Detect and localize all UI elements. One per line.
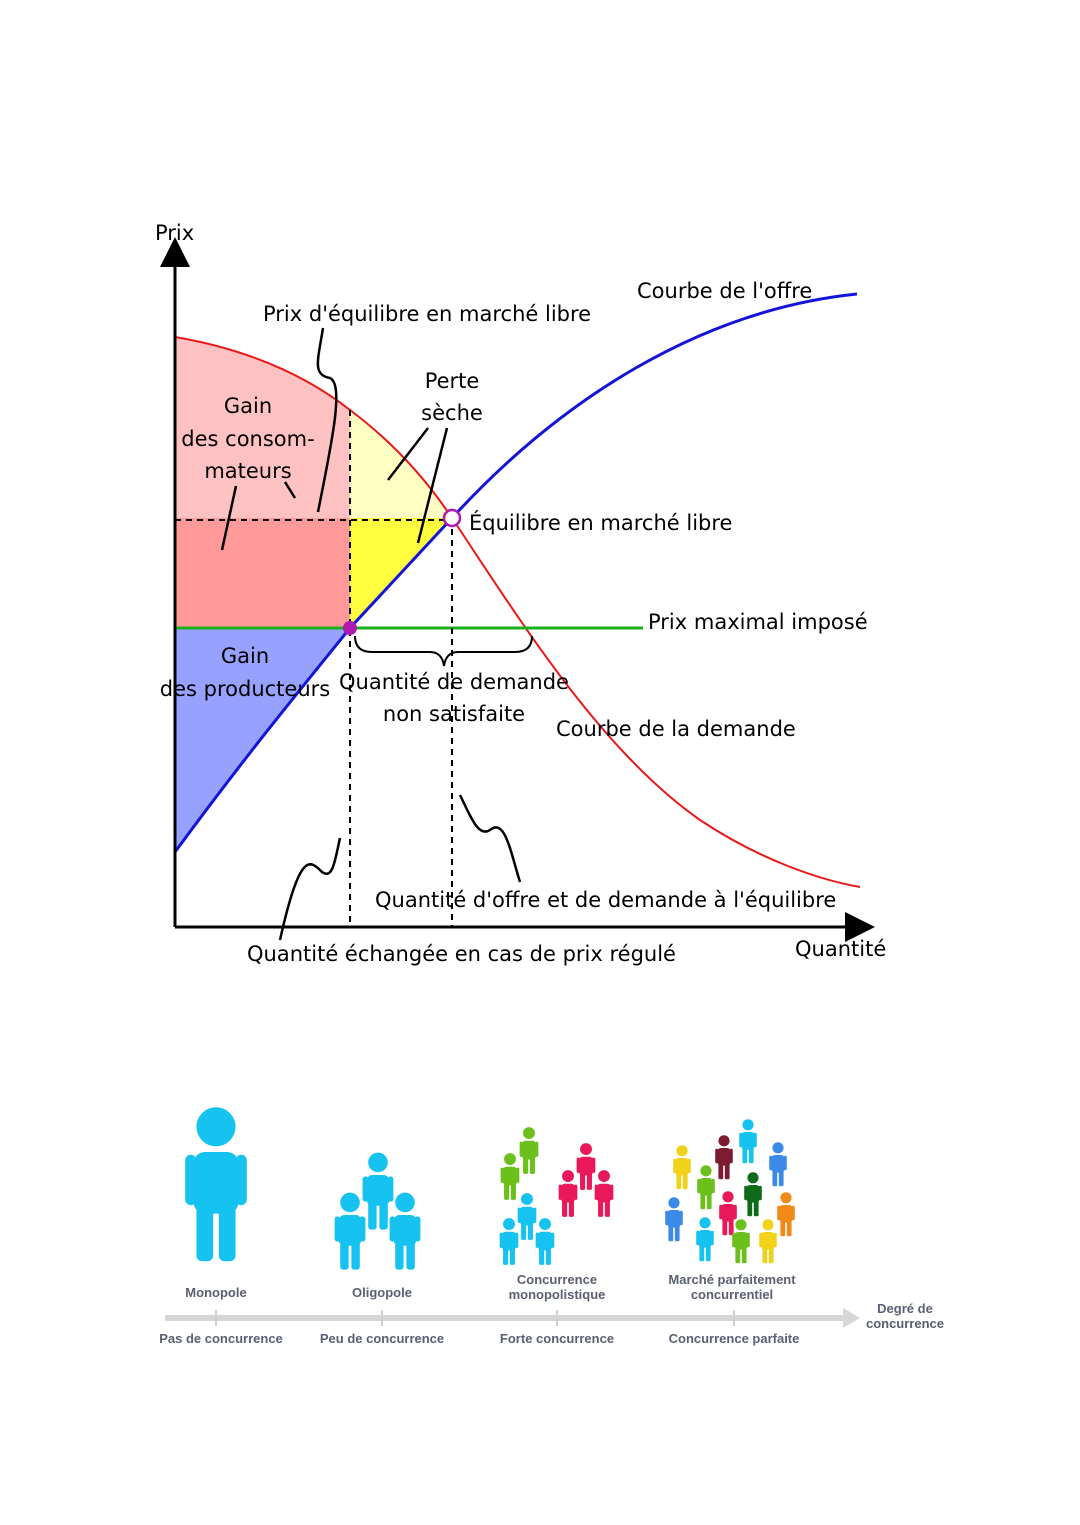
unmet-demand-brace xyxy=(354,635,533,667)
demand-curve-label: Courbe de la demande xyxy=(556,717,796,741)
perfect-competition-icon xyxy=(665,1119,795,1264)
supply-curve xyxy=(173,292,858,853)
supply-curve-label: Courbe de l'offre xyxy=(637,279,812,303)
level-monopoly: Pas de concurrence xyxy=(159,1331,283,1346)
consumer-gain-label-1: Gain xyxy=(224,394,272,418)
free-price-label: Prix d'équilibre en marché libre xyxy=(263,302,591,326)
guide-lines xyxy=(175,410,453,927)
producer-gain-label-1: Gain xyxy=(221,644,269,668)
competition-axis xyxy=(165,1308,860,1328)
demand-curve xyxy=(174,336,861,888)
oligopoly-icon xyxy=(334,1152,421,1270)
consumer-gain-label-2: des consom- xyxy=(181,427,314,451)
free-equilibrium-point xyxy=(442,508,462,528)
max-price-label: Prix maximal imposé xyxy=(648,610,868,634)
level-monopolistic: Forte concurrence xyxy=(500,1331,614,1346)
producer-gain-label-2: des producteurs xyxy=(160,677,330,701)
equilibrium-label: Équilibre en marché libre xyxy=(469,510,732,535)
monopoly-icon xyxy=(185,1107,247,1262)
regulated-quantity-label: Quantité échangée en cas de prix régulé xyxy=(247,942,676,966)
eq-quantity-label: Quantité d'offre et de demande à l'équil… xyxy=(375,888,836,912)
market-name-oligopoly: Oligopole xyxy=(352,1285,412,1300)
regulated-point xyxy=(343,621,357,635)
consumer-gain-dark-area xyxy=(175,518,350,628)
unmet-demand-label-2: non satisfaite xyxy=(383,702,525,726)
level-oligopoly: Peu de concurrence xyxy=(320,1331,444,1346)
unmet-demand-label-1: Quantité de demande xyxy=(339,670,569,694)
producer-gain-area xyxy=(175,628,350,852)
market-name-monopoly: Monopole xyxy=(185,1285,246,1300)
x-axis-label: Quantité xyxy=(795,937,886,961)
pointer-lines xyxy=(220,327,522,941)
monopolistic-competition-icon xyxy=(499,1127,614,1265)
level-perfect: Concurrence parfaite xyxy=(669,1331,800,1346)
consumer-gain-label-3: mateurs xyxy=(204,459,291,483)
deadweight-label-1: Perte xyxy=(425,369,480,393)
consumer-gain-light-area xyxy=(175,337,350,518)
deadweight-label-2: sèche xyxy=(421,401,483,425)
y-axis-label: Prix xyxy=(155,221,194,245)
